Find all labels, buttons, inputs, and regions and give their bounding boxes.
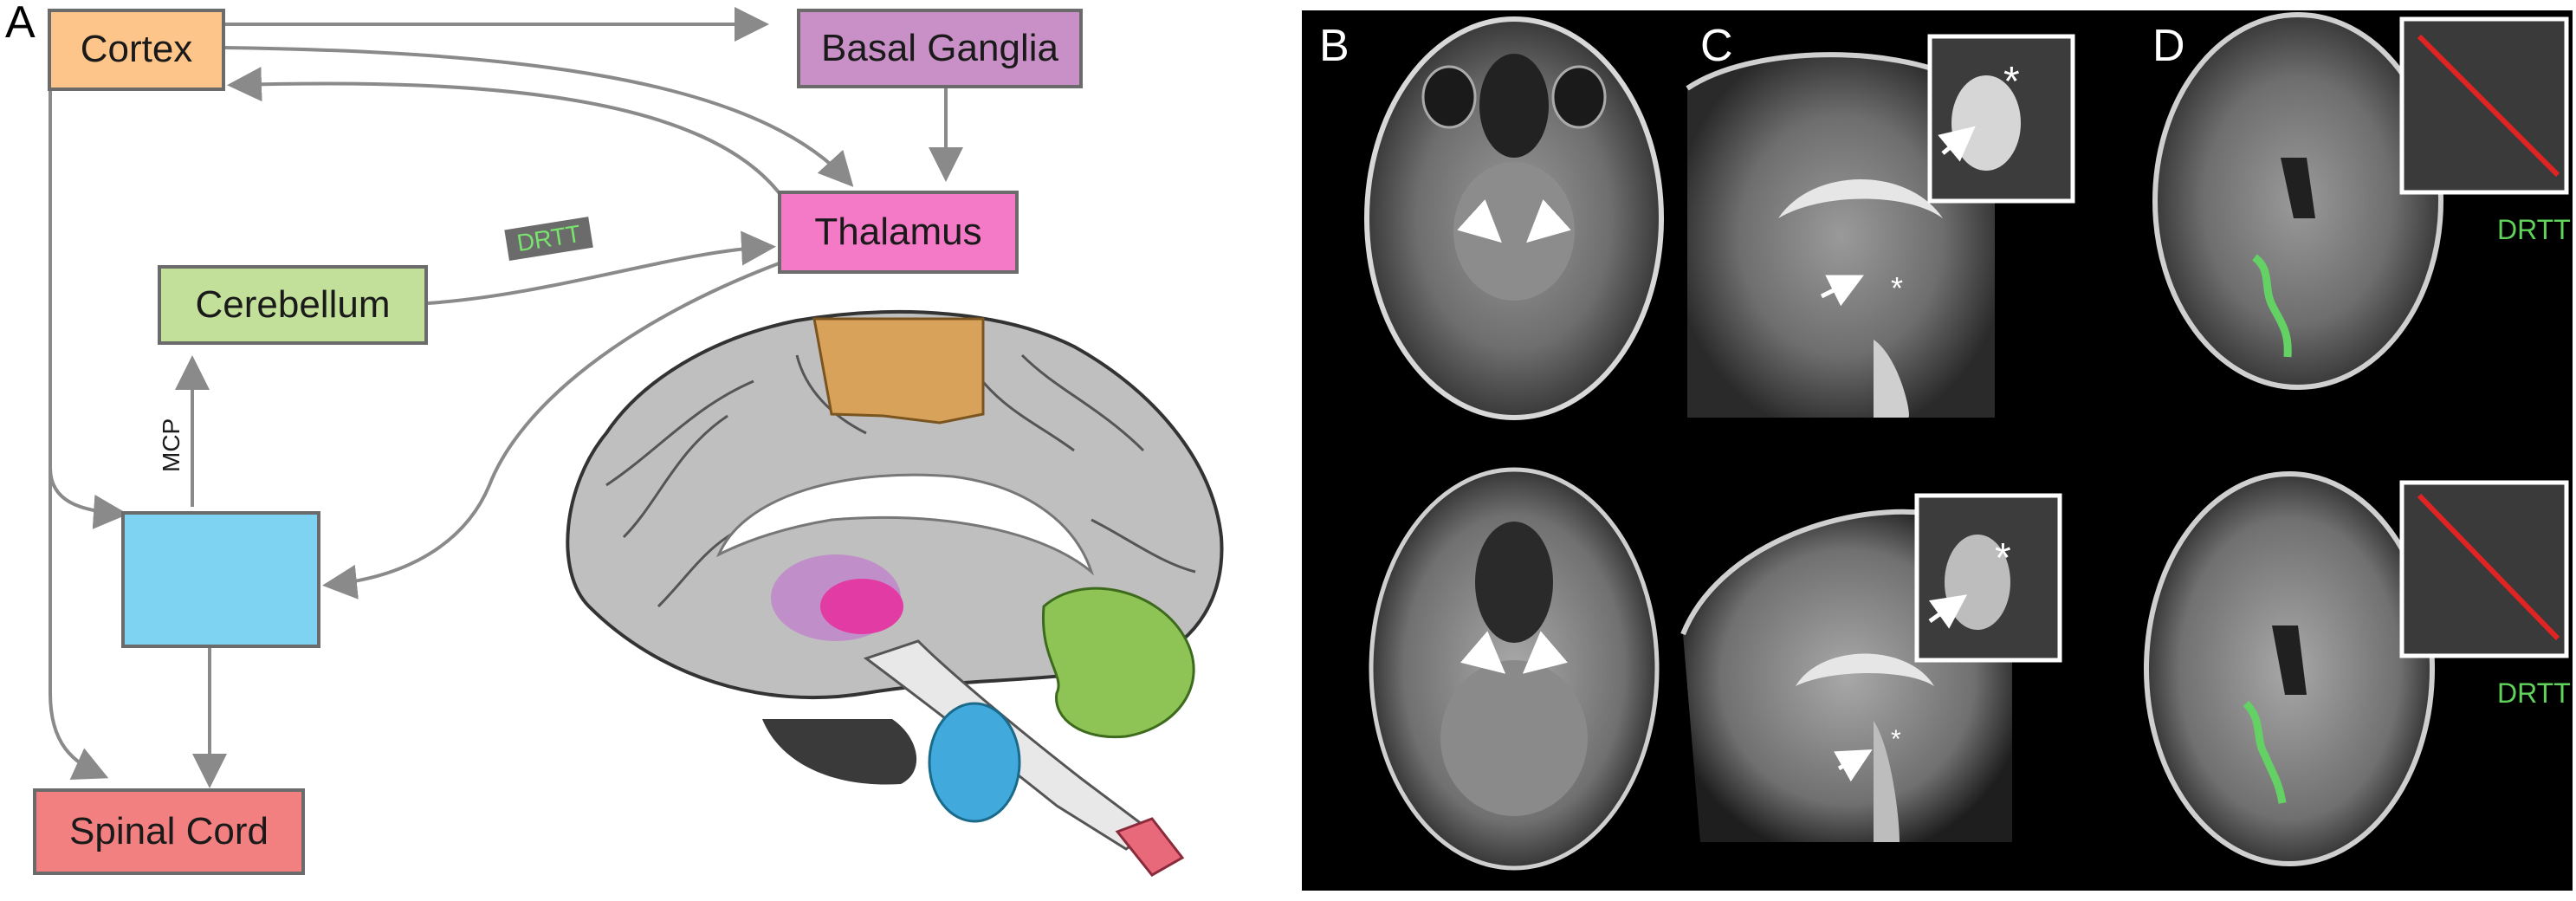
mri-b-bottom <box>1369 467 1660 871</box>
drtt-tract-top <box>2252 254 2292 358</box>
node-thalamus: Thalamus <box>778 191 1019 274</box>
arrow-cerebellum-thalamus <box>427 230 776 305</box>
mri-d-top <box>2152 12 2569 390</box>
drtt-label-bottom: DRTT <box>2497 677 2571 709</box>
node-basal-ganglia: Basal Ganglia <box>797 9 1083 88</box>
panel-b-letter: B <box>1319 21 1349 71</box>
asterisk-marker: * <box>2003 59 2020 105</box>
node-spinal-cord: Spinal Cord <box>33 788 305 875</box>
arrow-thalamus-pontine <box>322 258 789 600</box>
mri-panel: B C D * * * * DRTT DRTT <box>1302 10 2573 891</box>
mri-c-bottom <box>1680 493 2062 842</box>
corpus-callosum <box>716 473 1095 576</box>
arrow-cortex-spinal <box>49 468 109 780</box>
arrow-thalamus-cortex <box>227 67 786 201</box>
mcp-edge-label: MCP <box>158 418 184 472</box>
mri-d-bottom <box>2144 471 2569 866</box>
pons-region <box>928 702 1021 823</box>
arrow-cortex-pontine <box>49 91 128 529</box>
motor-cortex-region <box>812 317 985 425</box>
drtt-label-top: DRTT <box>2497 214 2571 245</box>
node-cortex: Cortex <box>48 9 225 91</box>
panel-a-letter: A <box>5 0 36 48</box>
thalamus-region <box>820 579 903 634</box>
panel-c-letter: C <box>1700 21 1733 71</box>
spinal-cord-region <box>1115 817 1185 877</box>
mri-b-top <box>1364 16 1664 420</box>
arrow-cortex-thalamus <box>223 46 854 187</box>
cerebellum-region <box>1041 587 1195 739</box>
mri-c-top <box>1686 34 2075 418</box>
connectivity-diagram <box>49 7 1224 877</box>
node-cerebellum: Cerebellum <box>158 265 428 345</box>
mri-images <box>1364 12 2569 871</box>
panel-d-letter: D <box>2152 21 2185 71</box>
drtt-tract-bottom <box>2243 700 2287 804</box>
asterisk-marker: * <box>1891 725 1901 754</box>
node-pontine-nucleii <box>121 511 320 648</box>
asterisk-marker: * <box>1891 270 1904 306</box>
brain-illustration <box>566 310 1224 877</box>
asterisk-marker: * <box>1995 535 2011 581</box>
